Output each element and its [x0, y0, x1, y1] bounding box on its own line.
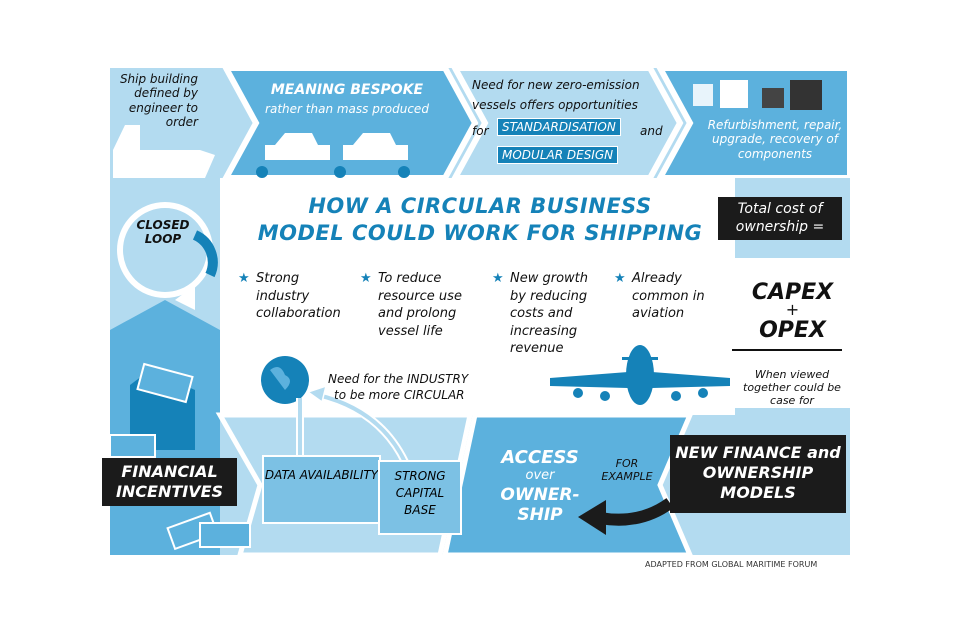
- bespoke-subtitle: rather than mass produced: [265, 102, 429, 116]
- ownership-label: OWNER-SHIP: [500, 485, 580, 526]
- arrow-icon: [598, 498, 674, 526]
- opex-label: OPEX: [759, 318, 826, 343]
- wheel-icons: [256, 166, 410, 178]
- bullet-resource: ★To reduce resource use and prolong vess…: [360, 271, 462, 339]
- zero-emission-line1: Need for new zero-emission: [472, 78, 640, 92]
- plus-label: +: [785, 300, 800, 319]
- industry-line2: to be more CIRCULAR: [334, 388, 465, 402]
- capex-label: CAPEX: [751, 280, 834, 305]
- bespoke-title: MEANING BESPOKE: [270, 82, 424, 98]
- ship-icon: [113, 125, 215, 178]
- zero-emission-line2: vessels offers opportunities: [472, 98, 638, 112]
- modular-design-tag: MODULAR DESIGN: [497, 146, 619, 164]
- main-title: HOW A CIRCULAR BUSINESS MODEL COULD WORK …: [240, 193, 720, 248]
- car-icons: [265, 133, 408, 160]
- for-example-label: FOR EXAMPLE: [601, 457, 653, 484]
- financial-incentives-label: FINANCIAL INCENTIVES: [102, 458, 237, 506]
- airplane-icon: [550, 345, 730, 405]
- shipbuilding-text: Ship building defined by engineer to ord…: [119, 72, 198, 130]
- industry-line1: Need for the INDUSTRY: [328, 372, 469, 386]
- access-label: ACCESS: [501, 447, 579, 468]
- bullet-collaboration: ★Strong industry collaboration: [238, 271, 341, 322]
- refurbishment-text: Refurbishment, repair, upgrade, recovery…: [707, 118, 843, 161]
- new-finance-label: NEW FINANCE and OWNERSHIP MODELS: [670, 435, 846, 513]
- over-label: over: [525, 468, 555, 483]
- source-credit: ADAPTED FROM GLOBAL MARITIME FORUM: [645, 560, 818, 569]
- component-blocks-icon: [693, 80, 822, 110]
- title-line-1: HOW A CIRCULAR BUSINESS: [308, 194, 652, 218]
- and-label: and: [640, 124, 663, 138]
- bullet-aviation: ★Already common in aviation: [614, 271, 705, 322]
- for-label: for: [472, 124, 489, 138]
- bullet-growth: ★New growth by reducing costs and increa…: [492, 271, 589, 357]
- data-availability-box: DATA AVAILABILITY: [262, 455, 381, 524]
- strong-capital-box: STRONG CAPITAL BASE: [378, 460, 462, 535]
- title-line-2: MODEL COULD WORK FOR SHIPPING: [257, 221, 703, 246]
- viewed-together-text: When viewed together could be case for: [743, 368, 841, 408]
- total-cost-label: Total cost of ownership =: [718, 197, 842, 240]
- money-stack-icon: [109, 362, 251, 551]
- standardisation-tag: STANDARDISATION: [497, 118, 621, 136]
- closed-loop-label: CLOSED LOOP: [136, 218, 190, 247]
